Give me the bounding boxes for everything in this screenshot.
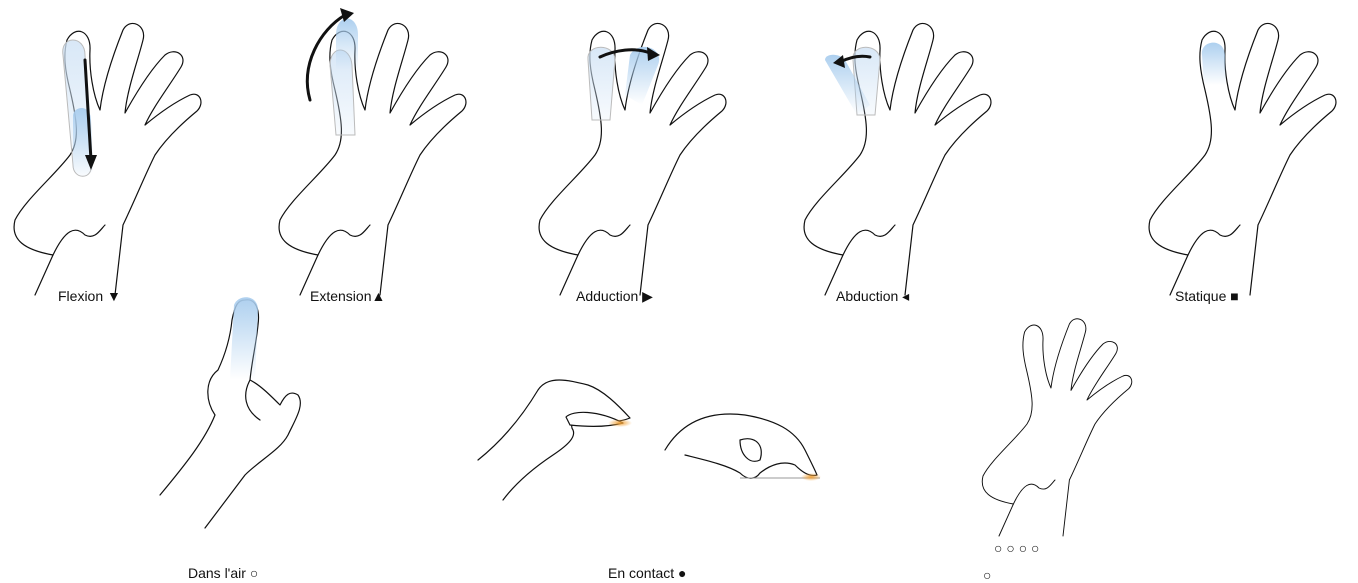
touch-contact-glow [801, 473, 821, 481]
flexion-hand [14, 23, 201, 295]
abduction-hand [804, 23, 991, 295]
neutral-hand [982, 319, 1132, 536]
extra-symbols-row2: ○ [983, 567, 991, 583]
extra-symbols-row1: ○ ○ ○ ○ [994, 540, 1040, 556]
pinch-contact-glow [608, 419, 632, 427]
extension-label: Extension▲ [310, 288, 385, 304]
in-air-hand [160, 297, 300, 528]
static-hand [1149, 23, 1336, 295]
static-label: Statique ■ [1175, 288, 1239, 304]
adduction-label: Adduction ▶ [576, 288, 653, 304]
flexion-label: Flexion ▼ [58, 288, 121, 304]
in-contact-label: En contact ● [608, 565, 687, 581]
extension-hand [279, 8, 466, 295]
abduction-label: Abduction ◂ [836, 288, 909, 304]
adduction-hand [539, 23, 726, 295]
touch-hand [665, 414, 821, 481]
in-air-label: Dans l'air ○ [188, 565, 258, 581]
pinch-hand [478, 380, 632, 500]
